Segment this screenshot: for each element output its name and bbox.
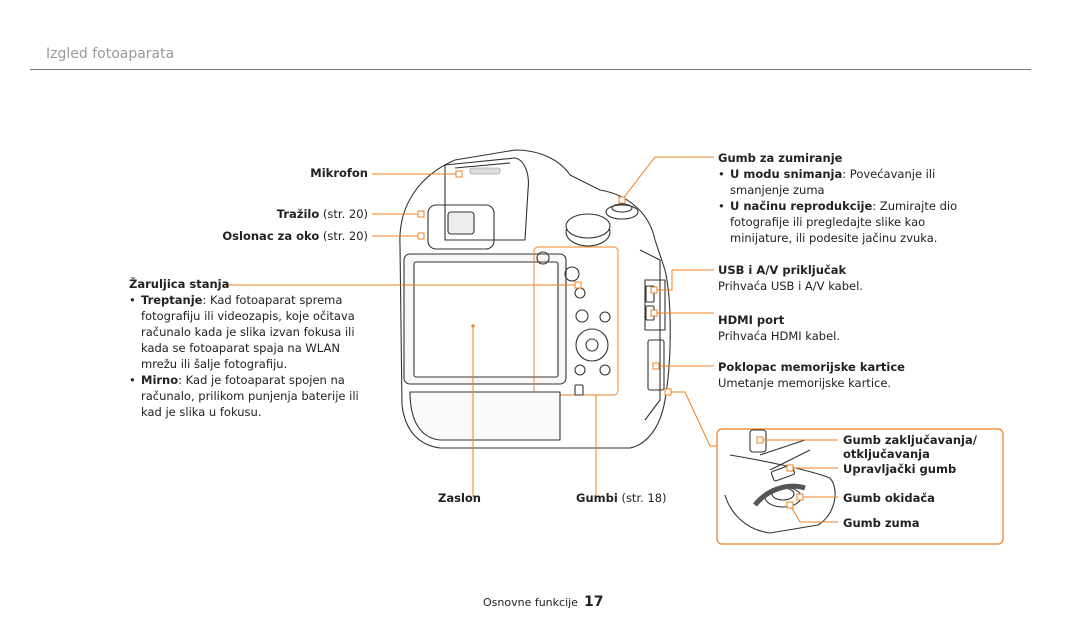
zaruljica-title: Žaruljica stanja (129, 277, 230, 291)
zumiranje-item: U načinu reprodukcije: Zumirajte dio fot… (718, 198, 963, 246)
zumiranje-title: Gumb za zumiranje (718, 151, 843, 165)
label-hdmi: HDMI port Prihvaća HDMI kabel. (718, 312, 840, 344)
hdmi-title: HDMI port (718, 313, 785, 327)
zaruljica-item: Treptanje: Kad fotoaparat sprema fotogra… (129, 292, 374, 372)
zaruljica-item: Mirno: Kad je fotoaparat spojen na račun… (129, 372, 374, 420)
usb-port (645, 285, 655, 303)
header-divider (30, 69, 1031, 70)
nav-dial (575, 328, 609, 362)
page-footer: Osnovne funkcije 17 (483, 594, 603, 610)
usb-desc: Prihvaća USB i A/V kabel. (718, 279, 863, 293)
label-okidac: Gumb okidača (843, 491, 935, 505)
flash-hump (444, 157, 529, 241)
usb-title: USB i A/V priključak (718, 263, 847, 277)
viewfinder (447, 211, 475, 235)
label-trazilo: Tražilo (str. 20) (276, 207, 368, 221)
camera-body-outline (399, 149, 671, 449)
page-number: 17 (583, 594, 604, 610)
page-header-title: Izgled fotoaparata (46, 46, 175, 62)
memorija-title: Poklopac memorijske kartice (718, 360, 905, 374)
lcd-screen (413, 261, 559, 378)
label-usb: USB i A/V priključak Prihvaća USB i A/V … (718, 262, 863, 294)
label-gumbi: Gumbi (str. 18) (576, 491, 667, 505)
hdmi-desc: Prihvaća HDMI kabel. (718, 329, 841, 343)
label-zaslon: Zaslon (438, 491, 481, 505)
label-mikrofon: Mikrofon (310, 166, 368, 180)
label-zumiranje: Gumb za zumiranje U modu snimanja: Poveć… (718, 150, 963, 246)
label-upravljacki: Upravljački gumb (843, 462, 957, 476)
side-grip (639, 249, 661, 421)
label-zakljucavanje: Gumb zaključavanja/ otključavanja (843, 433, 977, 461)
memorija-desc: Umetanje memorijske kartice. (718, 376, 892, 390)
label-memorija: Poklopac memorijske kartice Umetanje mem… (718, 359, 905, 391)
zoom-lever-inset (753, 483, 806, 507)
inset-frame (716, 428, 1004, 545)
footer-section: Osnovne funkcije (483, 596, 578, 609)
label-zum: Gumb zuma (843, 516, 920, 530)
zumiranje-item: U modu snimanja: Povećavanje ili smanjen… (718, 166, 963, 198)
label-oslonac: Oslonac za oko (str. 20) (222, 229, 368, 243)
memory-card-cover (647, 339, 665, 391)
microphone-grille (469, 167, 501, 175)
eyecup (427, 204, 495, 250)
label-zaruljica: Žaruljica stanja Treptanje: Kad fotoapar… (129, 276, 374, 420)
